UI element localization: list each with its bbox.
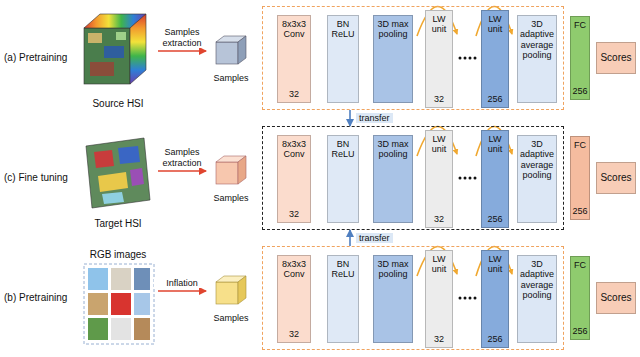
- layer-label: 3D adaptive average pooling: [519, 19, 555, 60]
- layer-box: FC 256: [570, 256, 590, 340]
- layer-box: LW unit 32: [425, 250, 453, 348]
- layer-box: 3D adaptive average pooling: [517, 255, 557, 343]
- caption-text: Target HSI: [78, 218, 158, 230]
- layer-label: 32: [427, 214, 451, 224]
- layer-label: 3D adaptive average pooling: [519, 139, 555, 180]
- layer-label: 8x3x3 Conv: [279, 19, 309, 40]
- layer-box: BN ReLU: [327, 255, 359, 343]
- layer-label: LW unit: [483, 134, 507, 155]
- image-panel: Target HSI: [78, 128, 158, 230]
- layer-box: Scores: [596, 42, 636, 74]
- caption-text: Samples: [206, 313, 256, 323]
- layer-label: 256: [572, 206, 588, 216]
- layer-label: 32: [427, 334, 451, 344]
- layer-box: LW unit 256: [481, 130, 509, 228]
- edge-label: Inflation: [154, 278, 210, 288]
- edge-label: transfer: [356, 233, 393, 243]
- layer-label: LW unit: [427, 14, 451, 35]
- network-group: 8x3x3 Conv 32 BN ReLU 3D max pooling LW unit…: [262, 126, 564, 230]
- caption-text: Samples: [206, 73, 256, 83]
- network-group: 8x3x3 Conv 32 BN ReLU 3D max pooling LW unit…: [262, 6, 564, 110]
- layer-box: FC 256: [570, 136, 590, 220]
- layer-label: 256: [572, 86, 588, 96]
- layer-box: Scores: [596, 162, 636, 194]
- layer-label: 256: [483, 214, 507, 224]
- image-panel: Source HSI: [78, 8, 158, 110]
- layer-label: LW unit: [483, 14, 507, 35]
- layer-label: 3D max pooling: [375, 139, 411, 160]
- network-group: 8x3x3 Conv 32 BN ReLU 3D max pooling LW unit…: [262, 246, 564, 350]
- sample-cube: Samples: [206, 274, 256, 324]
- transfer-arrow: [349, 230, 351, 246]
- sample-cube: Samples: [206, 34, 256, 84]
- layer-label: LW unit: [427, 254, 451, 275]
- layer-box: 3D max pooling: [373, 15, 413, 103]
- layer-box: BN ReLU: [327, 15, 359, 103]
- layer-label: 8x3x3 Conv: [279, 139, 309, 160]
- layer-box: 3D max pooling: [373, 255, 413, 343]
- layer-label: 8x3x3 Conv: [279, 259, 309, 280]
- layer-label: 32: [279, 329, 309, 339]
- layer-label: 32: [427, 94, 451, 104]
- caption-text: Samples: [206, 193, 256, 203]
- edge-label: Samples extraction: [154, 27, 210, 48]
- sample-cube: Samples: [206, 154, 256, 204]
- layer-label: 3D max pooling: [375, 19, 411, 40]
- layer-label: BN ReLU: [329, 139, 357, 160]
- layer-label: Scores: [598, 52, 634, 64]
- layer-box: LW unit 32: [425, 130, 453, 228]
- layer-label: FC: [572, 140, 588, 150]
- image-panel: RGB images: [78, 248, 158, 350]
- flow-arrow: [158, 170, 206, 172]
- transfer-arrow: [349, 110, 351, 126]
- flow-arrow: [158, 290, 206, 292]
- layer-label: 256: [572, 326, 588, 336]
- row-label: (a) Pretraining: [4, 52, 67, 63]
- layer-label: 3D max pooling: [375, 259, 411, 280]
- layer-label: Scores: [598, 172, 634, 184]
- layer-box: 3D max pooling: [373, 135, 413, 223]
- flow-arrow: [158, 50, 206, 52]
- layer-label: FC: [572, 20, 588, 30]
- layer-label: 32: [279, 209, 309, 219]
- layer-box: 8x3x3 Conv 32: [277, 255, 311, 343]
- layer-label: Scores: [598, 292, 634, 304]
- edge-label: Samples extraction: [154, 147, 210, 168]
- row-label: (b) Pretraining: [4, 292, 67, 303]
- edge-label: transfer: [356, 113, 393, 123]
- layer-label: BN ReLU: [329, 259, 357, 280]
- layer-label: BN ReLU: [329, 19, 357, 40]
- layer-box: Scores: [596, 282, 636, 314]
- layer-label: FC: [572, 260, 588, 270]
- layer-box: FC 256: [570, 16, 590, 100]
- layer-label: LW unit: [427, 134, 451, 155]
- layer-box: 8x3x3 Conv 32: [277, 15, 311, 103]
- layer-label: 32: [279, 89, 309, 99]
- caption-text: RGB images: [78, 249, 158, 261]
- caption-text: Source HSI: [78, 98, 158, 110]
- layer-label: 256: [483, 94, 507, 104]
- layer-label: 3D adaptive average pooling: [519, 259, 555, 300]
- layer-box: 8x3x3 Conv 32: [277, 135, 311, 223]
- layer-box: 3D adaptive average pooling: [517, 135, 557, 223]
- layer-box: LW unit 256: [481, 250, 509, 348]
- row-label: (c) Fine tuning: [4, 172, 68, 183]
- layer-label: 256: [483, 334, 507, 344]
- layer-box: 3D adaptive average pooling: [517, 15, 557, 103]
- layer-box: LW unit 32: [425, 10, 453, 108]
- layer-label: LW unit: [483, 254, 507, 275]
- layer-box: LW unit 256: [481, 10, 509, 108]
- layer-box: BN ReLU: [327, 135, 359, 223]
